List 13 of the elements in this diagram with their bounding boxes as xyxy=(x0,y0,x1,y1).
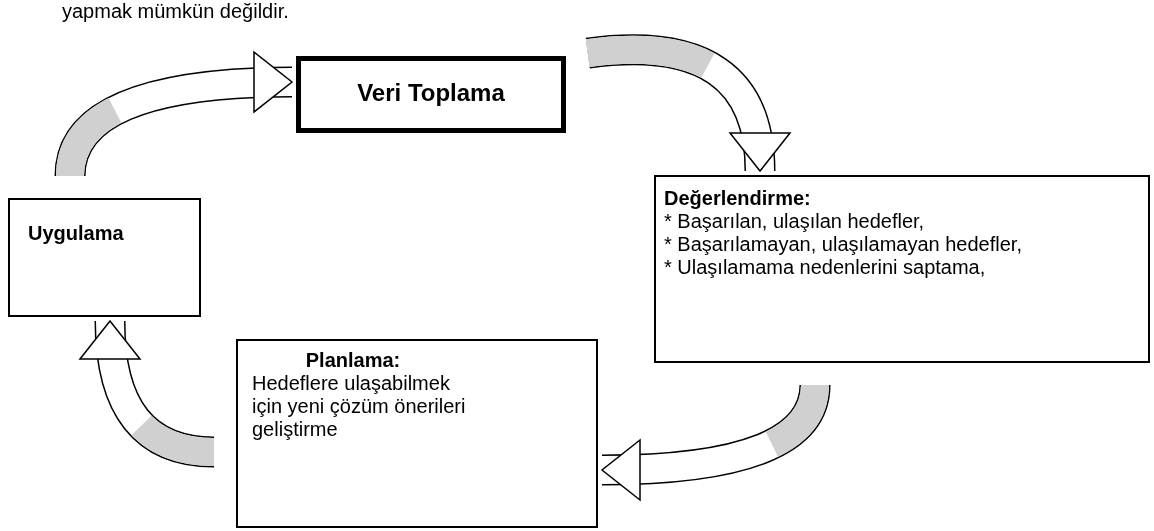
box-heading: Planlama: xyxy=(304,349,402,372)
process-box xyxy=(654,175,1150,363)
process-box xyxy=(8,198,201,317)
box-text: * Başarılan, ulaşılan hedefler, xyxy=(664,210,926,233)
box-text: * Ulaşılamama nedenlerini saptama, xyxy=(664,256,987,279)
process-box xyxy=(236,339,598,528)
box-heading: Değerlendirme: xyxy=(664,187,812,210)
process-box xyxy=(296,56,566,133)
box-text: Hedeflere ulaşabilmek için yeni çözüm önerileri geliştirme xyxy=(252,372,467,441)
note-text: yapmak mümkün değildir. xyxy=(62,0,289,23)
box-heading: Veri Toplama xyxy=(356,81,506,104)
box-text: * Başarılamayan, ulaşılamayan hedefler, xyxy=(664,233,1023,256)
box-heading: Uygulama xyxy=(28,222,125,245)
